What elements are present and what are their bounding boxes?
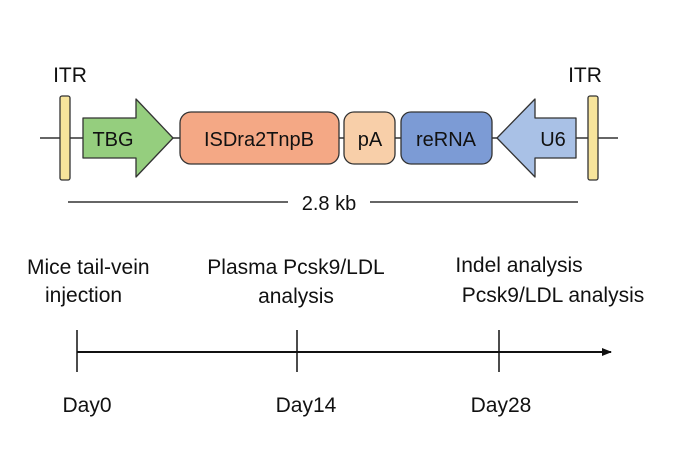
event-day28-line1: Indel analysis <box>455 254 582 277</box>
pa-box <box>343 111 396 165</box>
event-day28-line2: Pcsk9/LDL analysis <box>462 284 644 307</box>
isdra2tnpb-label: ISDra2TnpB <box>204 129 314 151</box>
rerna-box <box>400 111 493 165</box>
event-day14-line1: Plasma Pcsk9/LDL <box>207 256 384 279</box>
u6-promoter-arrow <box>496 98 577 178</box>
itr-left-box <box>59 95 71 181</box>
event-day0-line1: Mice tail-vein <box>27 256 150 279</box>
day14-label: Day14 <box>276 394 337 417</box>
construct: ITR ITR TBG ISDra2TnpB pA reRNA U6 2.8 k… <box>40 64 618 215</box>
event-day0-line2: injection <box>45 284 122 307</box>
tbg-promoter-arrow <box>82 98 174 178</box>
day28-label: Day28 <box>471 394 532 417</box>
tbg-label: TBG <box>92 129 133 151</box>
itr-right-label: ITR <box>568 64 602 87</box>
pa-label: pA <box>358 129 383 151</box>
rerna-label: reRNA <box>416 129 477 151</box>
isdra2tnpb-box <box>179 111 340 165</box>
day0-label: Day0 <box>62 394 111 417</box>
event-day14-line2: analysis <box>258 285 334 308</box>
itr-right-box <box>587 95 599 181</box>
timeline: Mice tail-vein injection Plasma Pcsk9/LD… <box>27 254 644 417</box>
itr-left-label: ITR <box>53 64 87 87</box>
u6-label: U6 <box>540 129 566 151</box>
size-label: 2.8 kb <box>302 193 356 215</box>
